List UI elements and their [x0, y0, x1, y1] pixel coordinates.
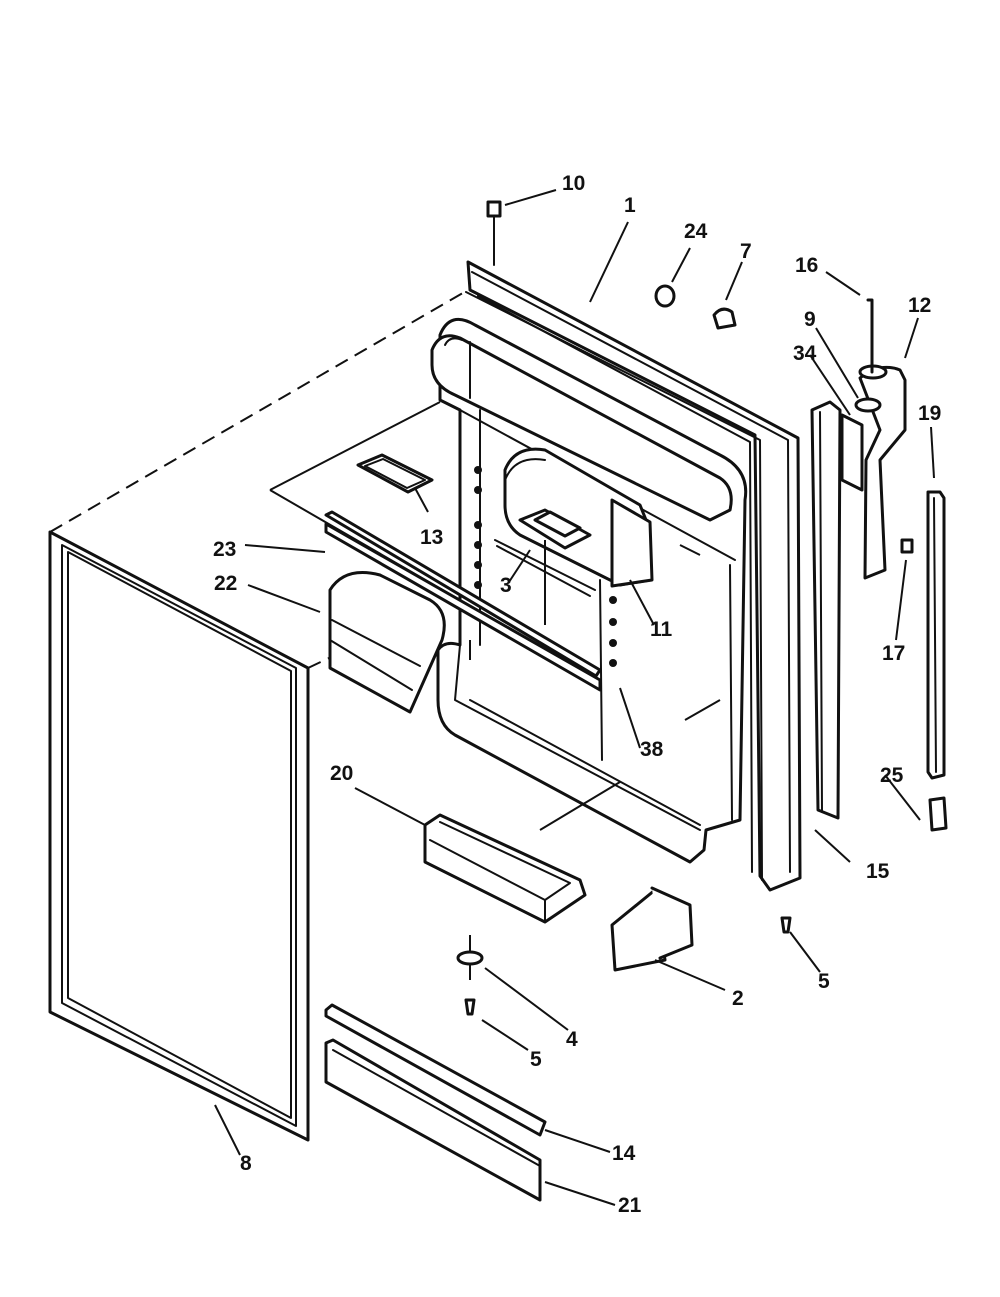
- bottom-trim-upper: [324, 1003, 547, 1137]
- label-part-3: 3: [500, 574, 512, 597]
- label-part-11: 11: [650, 618, 673, 641]
- door-bin: [423, 813, 587, 924]
- label-part-24: 24: [684, 220, 708, 243]
- door-gasket: [48, 530, 310, 1142]
- door-side-trim: [810, 400, 864, 820]
- label-part-34: 34: [793, 342, 817, 365]
- leader-lines: [214, 189, 935, 1206]
- shelf-support-holes: [474, 466, 617, 667]
- label-part-23: 23: [213, 538, 236, 561]
- butter-compartment: [328, 571, 446, 714]
- top-fasteners: [486, 200, 737, 330]
- door-hinge: [854, 298, 914, 580]
- door-stop: [610, 886, 694, 972]
- label-part-20: 20: [330, 762, 353, 785]
- label-part-38: 38: [640, 738, 664, 761]
- door-outer-panel: [465, 260, 802, 892]
- bottom-trim-lower: [324, 1038, 542, 1202]
- label-part-22: 22: [214, 572, 237, 595]
- label-part-8: 8: [240, 1152, 252, 1175]
- label-part-19: 19: [918, 402, 941, 425]
- label-part-13: 13: [420, 526, 443, 549]
- label-part-10: 10: [562, 172, 585, 195]
- label-part-12: 12: [908, 294, 931, 317]
- handle-trim: [926, 490, 948, 832]
- label-part-2: 2: [732, 987, 744, 1010]
- label-part-21: 21: [618, 1194, 642, 1217]
- hinge-pin: [456, 916, 792, 1016]
- dairy-compartment: [503, 447, 654, 588]
- label-part-5-left: 5: [530, 1048, 542, 1071]
- label-part-17: 17: [882, 642, 905, 665]
- shelf-rail: [324, 510, 602, 692]
- label-part-7: 7: [740, 240, 752, 263]
- label-part-1: 1: [624, 194, 636, 217]
- label-part-9: 9: [804, 308, 816, 331]
- label-part-4: 4: [566, 1028, 578, 1051]
- label-part-15: 15: [866, 860, 890, 883]
- part-labels: 10 1 24 7 16 12 9 34 19 13 23 22 3 11 17…: [213, 172, 941, 1217]
- label-part-16: 16: [795, 254, 818, 277]
- label-part-14: 14: [612, 1142, 636, 1165]
- label-part-25: 25: [880, 764, 904, 787]
- label-part-5-right: 5: [818, 970, 830, 993]
- cover-plate: [356, 453, 434, 494]
